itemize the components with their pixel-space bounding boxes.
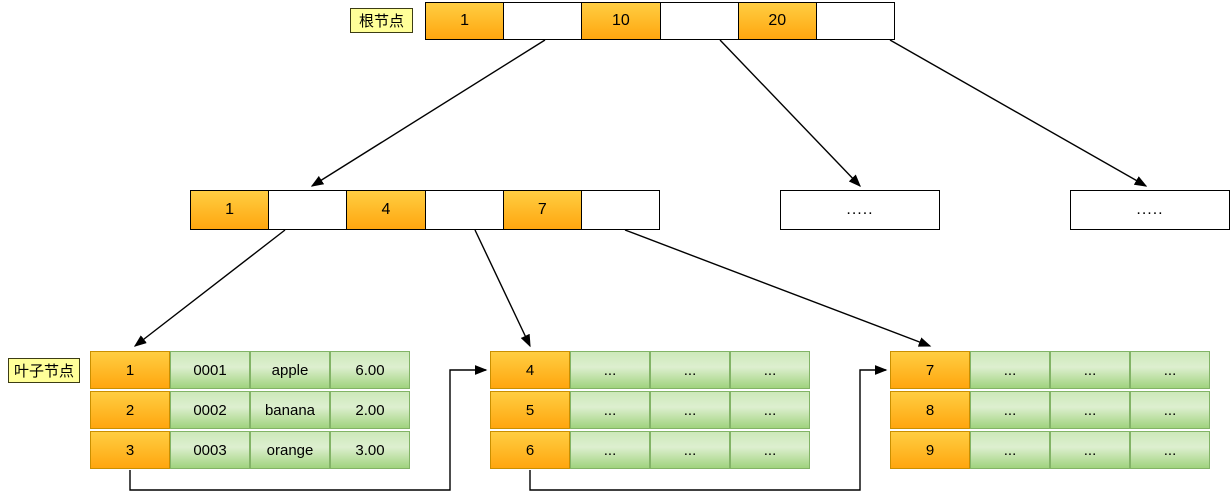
leaf-value-cell: ...	[1050, 351, 1130, 389]
internal-pointer-cell	[580, 190, 661, 230]
leaf-value-cell: apple	[250, 351, 330, 389]
leaf-value-cell: ...	[570, 351, 650, 389]
leaf-key-cell: 1	[90, 351, 170, 389]
leaf-node-3: 7 ... ... ... 8 ... ... ... 9 ... ... ..…	[890, 351, 1210, 469]
leaf-value-cell: ...	[650, 391, 730, 429]
internal-ellipsis-node-1: .....	[780, 190, 940, 230]
leaf-key-cell: 5	[490, 391, 570, 429]
internal-key-cell: 7	[502, 190, 582, 230]
leaf-value-cell: 6.00	[330, 351, 410, 389]
internal-node: 1 4 7	[190, 190, 661, 230]
leaf-node-label: 叶子节点	[8, 358, 80, 383]
leaf-key-cell: 4	[490, 351, 570, 389]
root-key-cell: 10	[581, 2, 661, 40]
leaf-value-cell: 0003	[170, 431, 250, 469]
leaf-value-cell: banana	[250, 391, 330, 429]
leaf-value-cell: ...	[730, 351, 810, 389]
leaf-key-cell: 7	[890, 351, 970, 389]
root-pointer-cell	[815, 2, 896, 40]
internal-pointer-cell	[268, 190, 348, 230]
edge-internal-to-leaf-2	[474, 229, 531, 348]
root-key-cell: 20	[737, 2, 817, 40]
root-pointer-cell	[659, 2, 739, 40]
leaf-key-cell: 9	[890, 431, 970, 469]
leaf-value-cell: ...	[570, 391, 650, 429]
leaf-value-cell: ...	[650, 431, 730, 469]
edge-root-to-ellipsis-2	[889, 39, 1148, 187]
leaf-key-cell: 2	[90, 391, 170, 429]
leaf-value-cell: ...	[970, 391, 1050, 429]
edge-root-to-ellipsis-1	[719, 39, 861, 188]
leaf-value-cell: ...	[650, 351, 730, 389]
leaf-key-cell: 8	[890, 391, 970, 429]
edge-root-to-internal	[310, 39, 546, 187]
leaf-key-cell: 6	[490, 431, 570, 469]
leaf-node-2: 4 ... ... ... 5 ... ... ... 6 ... ... ..…	[490, 351, 810, 469]
internal-key-cell: 1	[190, 190, 270, 230]
internal-pointer-cell	[424, 190, 504, 230]
leaf-value-cell: ...	[730, 431, 810, 469]
internal-key-cell: 4	[346, 190, 426, 230]
leaf-value-cell: ...	[730, 391, 810, 429]
leaf-node-1: 1 0001 apple 6.00 2 0002 banana 2.00 3 0…	[90, 351, 410, 469]
leaf-value-cell: ...	[570, 431, 650, 469]
root-node: 1 10 20	[425, 2, 896, 40]
internal-ellipsis-node-2: .....	[1070, 190, 1230, 230]
leaf-value-cell: ...	[1130, 431, 1210, 469]
edge-internal-to-leaf-1	[133, 229, 286, 347]
leaf-value-cell: 0001	[170, 351, 250, 389]
leaf-value-cell: ...	[1130, 391, 1210, 429]
root-key-cell: 1	[425, 2, 505, 40]
root-node-label: 根节点	[350, 8, 413, 33]
leaf-value-cell: ...	[1050, 431, 1130, 469]
edge-internal-to-leaf-3	[624, 229, 932, 347]
leaf-value-cell: 3.00	[330, 431, 410, 469]
root-pointer-cell	[503, 2, 583, 40]
leaf-value-cell: orange	[250, 431, 330, 469]
leaf-value-cell: 0002	[170, 391, 250, 429]
leaf-value-cell: ...	[970, 351, 1050, 389]
leaf-value-cell: 2.00	[330, 391, 410, 429]
leaf-key-cell: 3	[90, 431, 170, 469]
leaf-value-cell: ...	[1130, 351, 1210, 389]
leaf-value-cell: ...	[1050, 391, 1130, 429]
leaf-value-cell: ...	[970, 431, 1050, 469]
